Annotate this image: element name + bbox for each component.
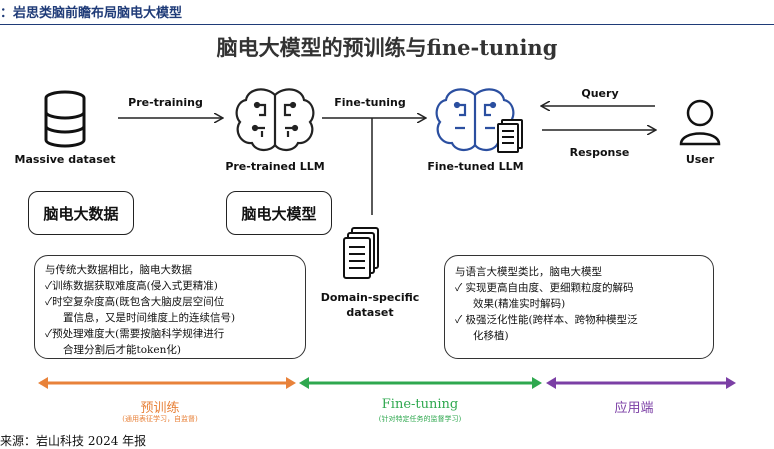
brain-chip-icon: [235, 88, 315, 152]
domain-dataset-label-line2: dataset: [346, 306, 394, 319]
note-item-continuation: 置信息，又是时间维度上的连续信号): [63, 312, 236, 324]
phase-finetune-arrow: [299, 377, 542, 389]
note-item: ✓ 极强泛化性能(跨样本、跨物种模型泛: [455, 314, 638, 326]
note-item: ✓时空复杂度高(既包含大脑皮层空间位: [45, 296, 225, 308]
note-heading: 与传统大数据相比，脑电大数据: [45, 264, 192, 276]
phase-finetune-label: Fine-tuning: [381, 397, 459, 412]
finetuned-llm-label: Fine-tuned LLM: [427, 160, 524, 173]
note-item-continuation: 化移植): [473, 330, 509, 342]
eeg-big-data-tag: 脑电大数据: [28, 191, 134, 235]
eeg-data-note-box: 与传统大数据相比，脑电大数据 ✓训练数据获取难度高(侵入式更精准) ✓时空复杂度…: [34, 255, 306, 359]
phase-application-label: 应用端: [614, 401, 654, 416]
eeg-big-model-tag: 脑电大模型: [226, 191, 332, 235]
finetuning-label: Fine-tuning: [334, 96, 406, 109]
note-item-continuation: 效果(精准实时解码): [473, 298, 566, 310]
note-item: ✓ 实现更高自由度、更细颗粒度的解码: [455, 282, 634, 294]
user-icon: [679, 99, 721, 146]
phase-finetune-sub: (针对特定任务的监督学习): [378, 415, 462, 423]
note-item: ✓训练数据获取难度高(侵入式更精准): [45, 280, 218, 292]
phase-pretrain-label: 预训练: [140, 401, 180, 416]
pretraining-label: Pre-training: [128, 96, 203, 109]
massive-dataset-label: Massive dataset: [14, 153, 116, 166]
note-item-continuation: 合理分割后才能token化): [63, 344, 181, 356]
phase-pretrain-sub: (通用表征学习，自监督): [122, 415, 198, 423]
user-label: User: [685, 153, 715, 166]
eeg-model-note-box: 与语言大模型类比，脑电大模型 ✓ 实现更高自由度、更细颗粒度的解码 效果(精准实…: [444, 255, 714, 359]
phase-application-arrow: [546, 377, 736, 389]
caption-divider: [0, 24, 774, 25]
diagram-title: 脑电大模型的预训练与fine-tuning: [216, 35, 558, 60]
documents-stack-icon: [343, 227, 379, 279]
document-icon: [497, 119, 523, 153]
figure-caption: ：岩思类脑前瞻布局脑电大模型: [0, 6, 183, 21]
phase-pretrain-arrow: [38, 377, 296, 389]
query-label: Query: [581, 87, 619, 100]
response-label: Response: [569, 146, 630, 159]
source-note: 来源：岩山科技 2024 年报: [0, 434, 147, 448]
note-heading: 与语言大模型类比，脑电大模型: [455, 266, 602, 278]
note-item: ✓预处理难度大(需要按脑科学规律进行: [45, 328, 225, 340]
pretrained-llm-label: Pre-trained LLM: [225, 160, 325, 173]
domain-dataset-label-line1: Domain-specific: [320, 291, 420, 304]
database-icon: [44, 90, 86, 148]
